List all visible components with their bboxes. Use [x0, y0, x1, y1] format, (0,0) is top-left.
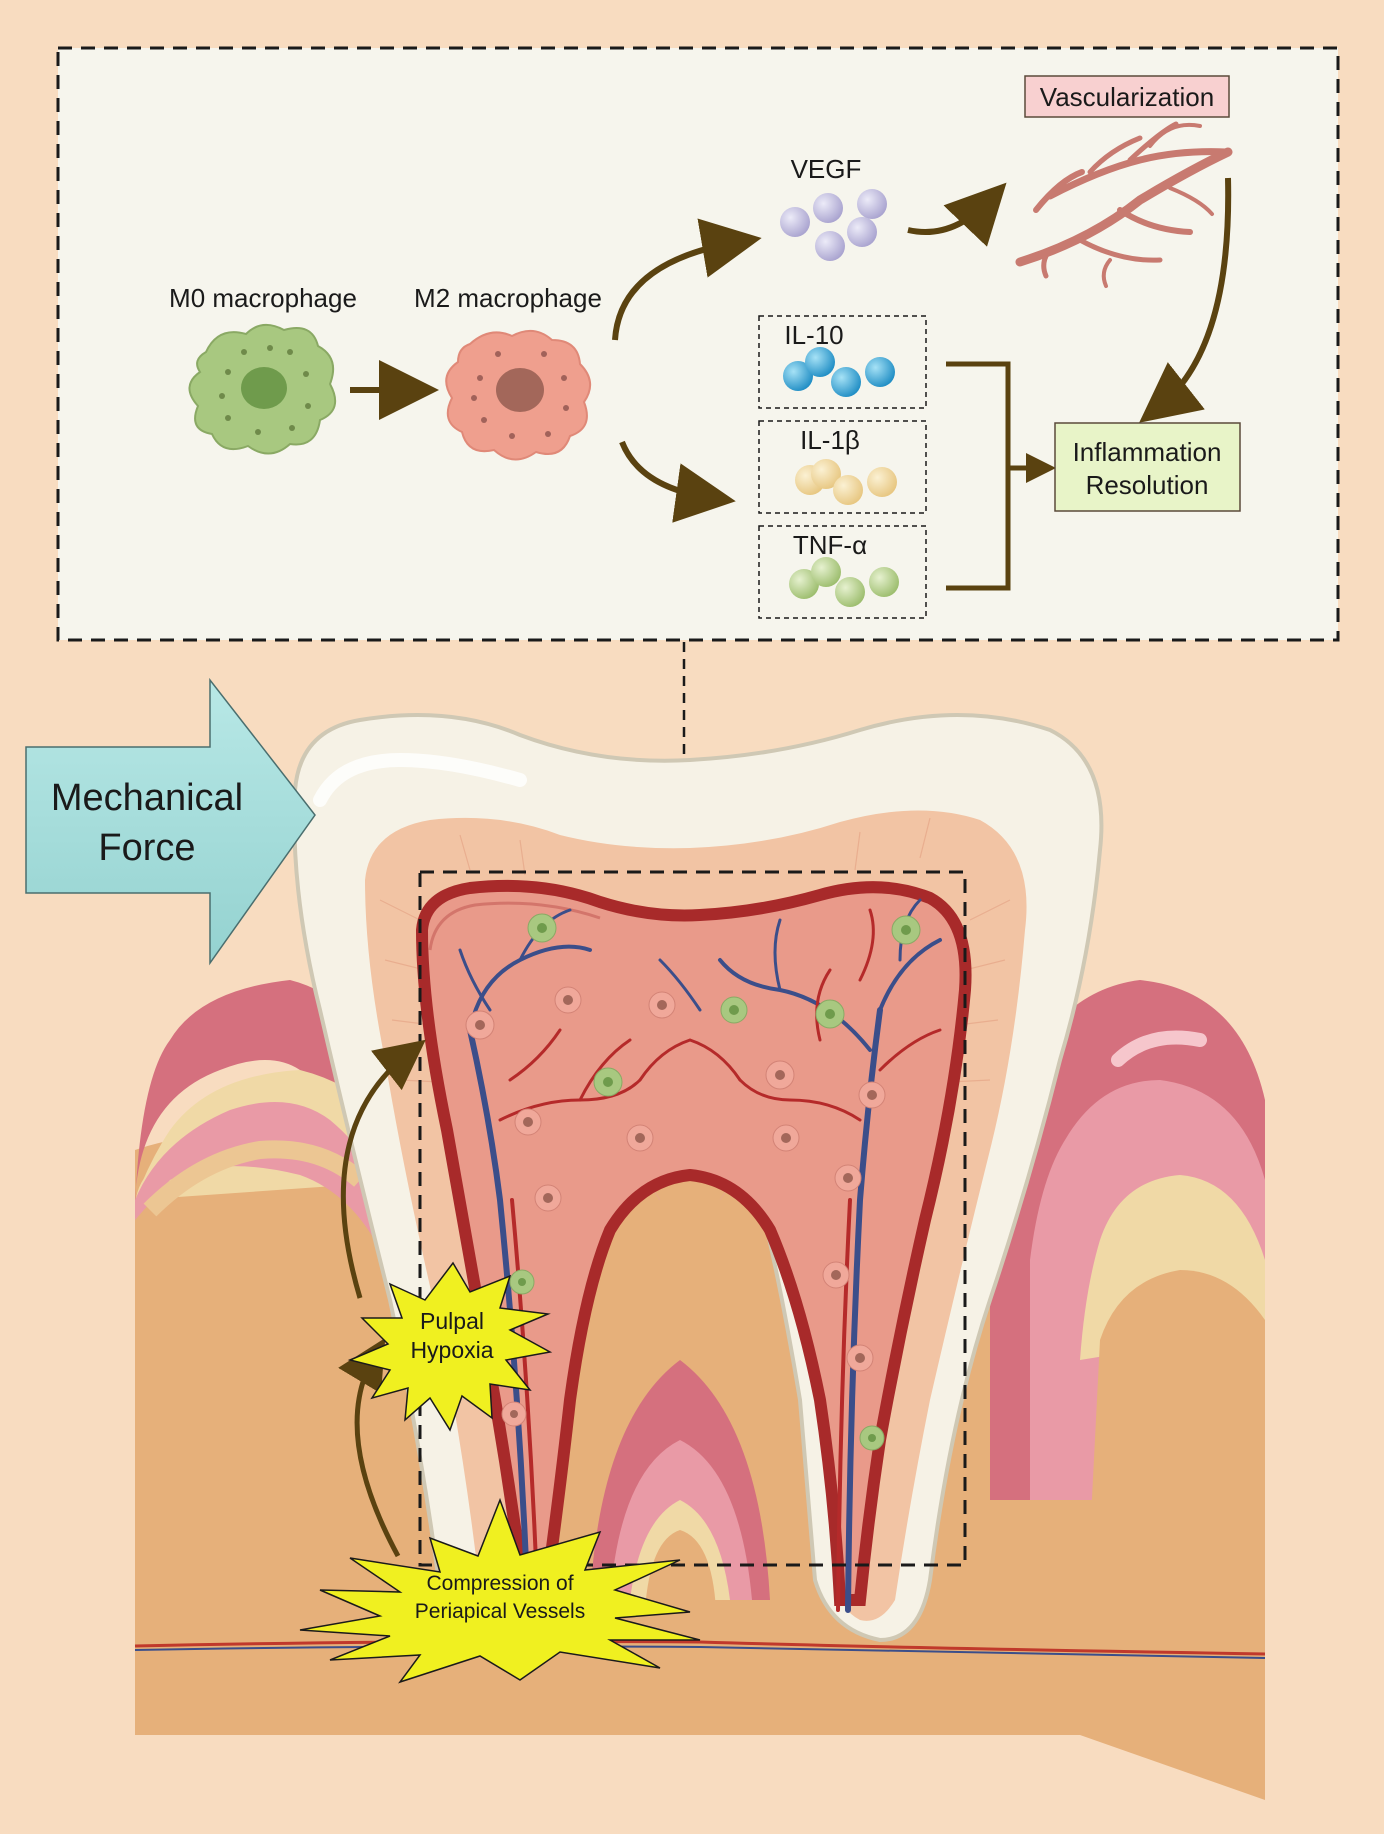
- mechanical-force-line2: Force: [98, 827, 195, 869]
- m2-macrophage-label: M2 macrophage: [414, 283, 602, 313]
- il10-box: [758, 315, 927, 409]
- pulpal-hypoxia-line1: Pulpal: [420, 1308, 484, 1334]
- m0-macrophage-icon: [188, 323, 337, 455]
- resolution-box: [1054, 422, 1241, 512]
- vascularization-box: [1024, 75, 1230, 118]
- mechanical-force-line1: Mechanical: [51, 777, 243, 819]
- vegf-particles-icon: [780, 189, 887, 261]
- il1b-label: IL-1β: [800, 425, 860, 455]
- m0-macrophage-label: M0 macrophage: [169, 283, 357, 313]
- arrow-hypoxia-to-pulp: [340, 1039, 426, 1299]
- pulp-focus-box: [418, 870, 967, 1567]
- tooth-cross-section-icon: [134, 713, 1266, 1800]
- arrow-compression-to-hypoxia: [338, 1337, 401, 1558]
- arrow-m2-to-cytokines: [619, 440, 736, 523]
- il1b-particles-icon: [795, 459, 897, 505]
- compression-line2: Periapical Vessels: [415, 1600, 585, 1623]
- il10-particles-icon: [783, 347, 895, 397]
- vascularization-label: Vascularization: [1040, 82, 1214, 112]
- tnfa-label: TNF-α: [793, 530, 867, 560]
- compression-burst: [299, 1497, 701, 1684]
- il10-label: IL-10: [784, 320, 843, 350]
- il1b-box: [758, 420, 927, 514]
- pulpal-hypoxia-burst: [347, 1261, 553, 1432]
- m2-macrophage-icon: [445, 329, 591, 461]
- blood-vessels-icon: [1015, 121, 1233, 288]
- resolution-line2: Resolution: [1086, 470, 1209, 500]
- arrow-vegf-to-vascularization: [907, 182, 1007, 247]
- tnfa-particles-icon: [789, 557, 899, 607]
- resolution-line1: Inflammation: [1073, 437, 1222, 467]
- pulpal-hypoxia-line2: Hypoxia: [410, 1337, 493, 1363]
- vegf-label: VEGF: [791, 154, 862, 184]
- arrow-m2-to-vegf: [612, 218, 762, 341]
- compression-line1: Compression of: [426, 1572, 573, 1595]
- mechanical-force-arrow: [25, 677, 316, 966]
- tnfa-box: [758, 525, 927, 619]
- arrow-vascularization-to-resolution: [1139, 177, 1232, 423]
